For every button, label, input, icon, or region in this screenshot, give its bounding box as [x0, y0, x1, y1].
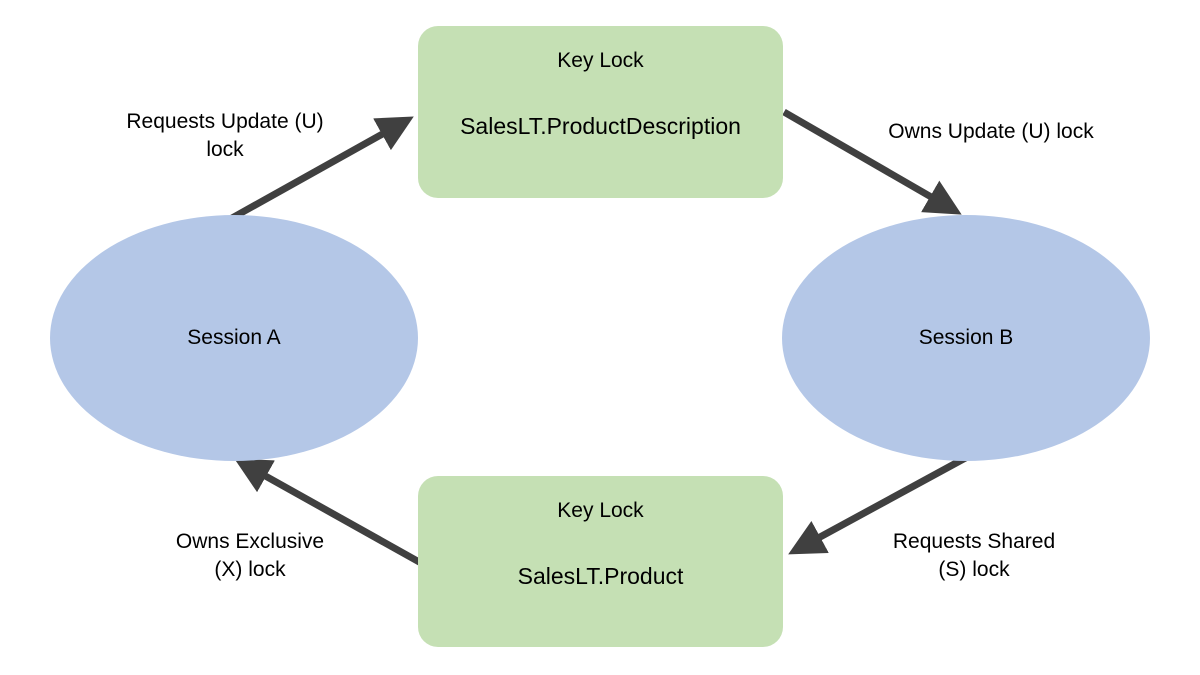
- lock-bottom-title: Key Lock: [557, 499, 644, 522]
- edge-label-owns-exclusive: Owns Exclusive (X) lock: [175, 530, 325, 582]
- edge-label-owns-update: Owns Update (U) lock: [888, 120, 1094, 143]
- edge-label-requests-update: Requests Update (U) lock: [126, 110, 324, 162]
- arrow-lock-top-to-session-b: [782, 108, 962, 215]
- lock-top-object: SalesLT.ProductDescription: [460, 113, 741, 140]
- arrow-session-b-to-lock-bottom: [788, 452, 971, 555]
- node-key-lock-product[interactable]: Key Lock SalesLT.Product: [418, 476, 783, 647]
- node-session-b[interactable]: Session B: [782, 215, 1150, 461]
- node-session-a[interactable]: Session A: [50, 215, 418, 461]
- lock-top-title: Key Lock: [557, 49, 644, 72]
- edge-label-requests-shared: Requests Shared (S) lock: [892, 530, 1056, 582]
- session-b-label: Session B: [918, 326, 1014, 350]
- node-key-lock-product-description[interactable]: Key Lock SalesLT.ProductDescription: [418, 26, 783, 198]
- session-a-label: Session A: [187, 326, 281, 350]
- arrow-lock-bottom-to-session-a: [234, 458, 423, 567]
- lock-bottom-object: SalesLT.Product: [517, 563, 684, 590]
- arrow-session-a-to-lock-top: [230, 116, 414, 222]
